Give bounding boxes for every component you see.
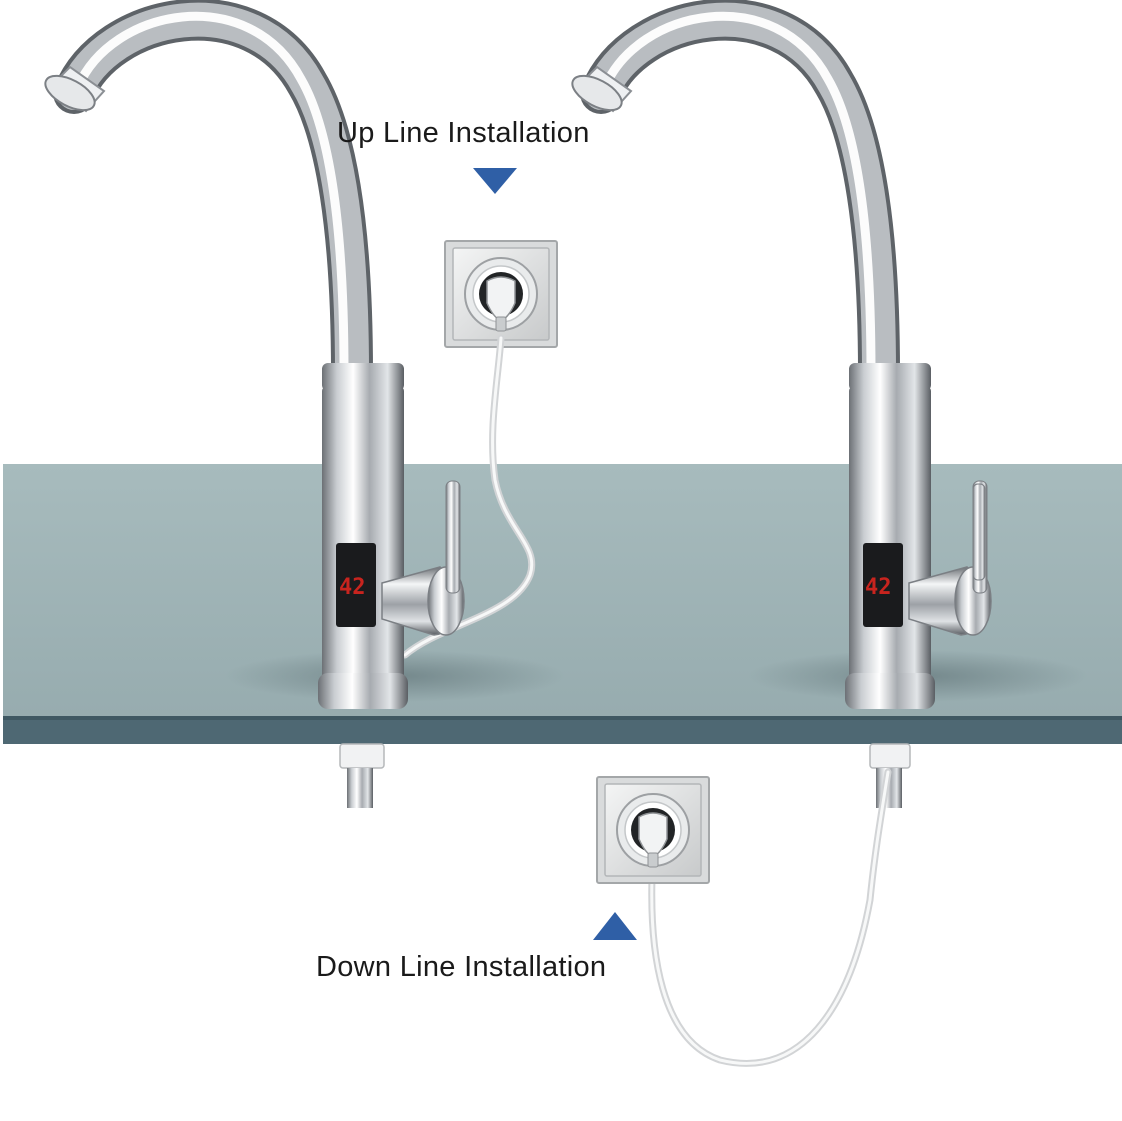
down-line-caption: Down Line Installation xyxy=(316,951,607,983)
left-inlet-fitting xyxy=(339,743,385,808)
up-line-socket xyxy=(444,240,558,348)
up-line-caption: Up Line Installation xyxy=(337,117,590,149)
triangle-down-icon xyxy=(473,168,517,194)
down-line-socket xyxy=(596,776,710,884)
left-faucet-temperature-display: 42 xyxy=(339,575,366,600)
right-faucet-temperature-display: 42 xyxy=(865,575,892,600)
right-faucet xyxy=(567,16,991,709)
triangle-up-icon xyxy=(593,912,637,940)
